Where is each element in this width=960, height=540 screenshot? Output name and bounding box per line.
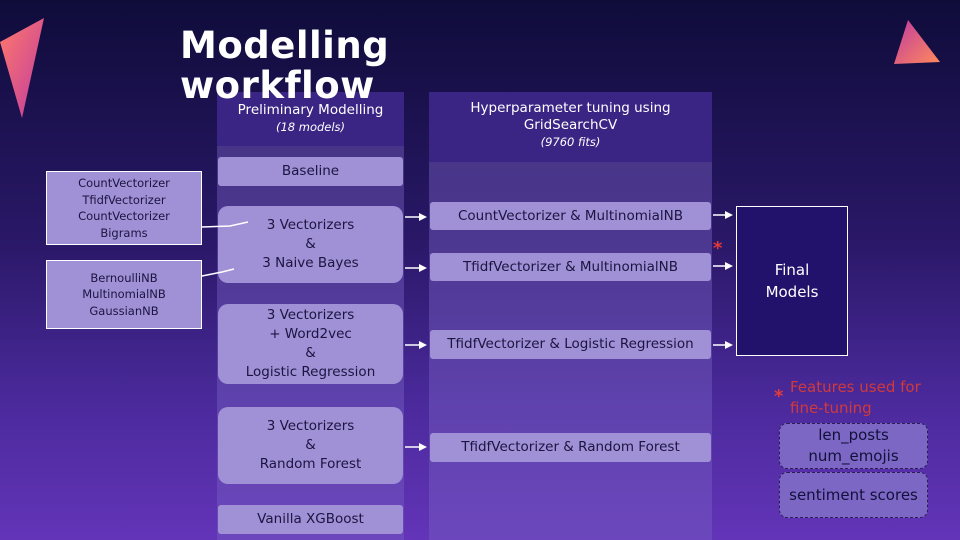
box-line: TfidfVectorizer & Logistic Regression <box>447 336 694 352</box>
baseline-box: Baseline <box>218 157 403 186</box>
tuned-count-mnb-box: CountVectorizer & MultinomialNB <box>430 202 711 230</box>
tuning-column <box>429 92 712 540</box>
final-models-box: Final Models <box>736 206 848 356</box>
features-note-line-1: Features used for <box>790 378 921 396</box>
tuned-tfidf-logreg-box: TfidfVectorizer & Logistic Regression <box>430 330 711 359</box>
feature-item: sentiment scores <box>789 485 918 504</box>
tuning-column-header: Hyperparameter tuning using GridSearchCV… <box>429 92 712 162</box>
feature-item: len_posts <box>818 426 889 444</box>
box-line: & <box>305 236 316 252</box>
list-item: CountVectorizer <box>78 176 170 190</box>
list-item: GaussianNB <box>89 303 159 318</box>
box-line: & <box>305 345 316 361</box>
box-line: CountVectorizer & MultinomialNB <box>457 207 683 224</box>
list-item: CountVectorizer <box>78 209 170 223</box>
list-item: MultinomialNB <box>82 287 166 302</box>
page-title: Modelling workflow <box>180 26 440 106</box>
box-line: Logistic Regression <box>245 364 376 380</box>
tuning-heading-line-1: Hyperparameter tuning using <box>470 100 671 116</box>
preliminary-column-header: Preliminary Modelling (18 models) <box>217 92 404 146</box>
naive-bayes-list-box: BernoulliNB MultinomialNB GaussianNB <box>46 260 202 329</box>
final-line-1: Final <box>774 261 810 279</box>
triangle-decoration-right <box>894 20 940 64</box>
xgboost-box: Vanilla XGBoost <box>218 505 403 534</box>
preliminary-heading: Preliminary Modelling <box>237 102 384 118</box>
feature-box-counts: len_posts num_emojis <box>779 423 928 469</box>
tuned-tfidf-rf-box: TfidfVectorizer & Random Forest <box>430 433 711 462</box>
box-line: & <box>305 437 316 453</box>
box-line: 3 Vectorizers <box>266 418 355 434</box>
asterisk-marker: * <box>713 238 723 259</box>
features-note-line-2: fine-tuning <box>790 399 872 417</box>
box-line: 3 Vectorizers <box>266 217 355 233</box>
box-line: TfidfVectorizer & Random Forest <box>461 439 680 455</box>
naive-bayes-box: 3 Vectorizers & 3 Naive Bayes <box>218 206 403 283</box>
connector-line <box>201 268 235 277</box>
box-line: Vanilla XGBoost <box>257 511 364 527</box>
list-item: TfidfVectorizer <box>82 192 166 207</box>
legend-asterisk: * <box>774 386 784 407</box>
triangle-decoration-left <box>0 18 44 118</box>
preliminary-subheading: (18 models) <box>275 120 346 134</box>
box-line: 3 Vectorizers <box>266 307 355 323</box>
features-note: Features used for fine-tuning <box>790 377 955 419</box>
box-line: 3 Naive Bayes <box>262 255 359 271</box>
final-line-2: Models <box>765 283 819 301</box>
vectorizers-list-box: CountVectorizer TfidfVectorizer CountVec… <box>46 171 202 245</box>
title-line-2: workflow <box>180 64 375 107</box>
list-item: BernoulliNB <box>90 270 158 285</box>
box-line: TfidfVectorizer & MultinomialNB <box>463 258 678 275</box>
list-item: Bigrams <box>100 225 148 240</box>
tuning-heading-line-2: GridSearchCV <box>523 117 618 133</box>
feature-box-sentiment: sentiment scores <box>779 472 928 518</box>
box-line: Baseline <box>281 163 340 179</box>
logistic-regression-box: 3 Vectorizers + Word2vec & Logistic Regr… <box>218 304 403 384</box>
tuned-tfidf-mnb-box: TfidfVectorizer & MultinomialNB <box>430 253 711 281</box>
random-forest-box: 3 Vectorizers & Random Forest <box>218 407 403 484</box>
box-line: Random Forest <box>259 456 362 472</box>
box-line: + Word2vec <box>269 326 352 342</box>
connector-line <box>201 221 249 228</box>
title-line-1: Modelling <box>180 24 390 67</box>
feature-item: num_emojis <box>808 447 899 465</box>
tuning-subheading: (9760 fits) <box>540 135 601 149</box>
